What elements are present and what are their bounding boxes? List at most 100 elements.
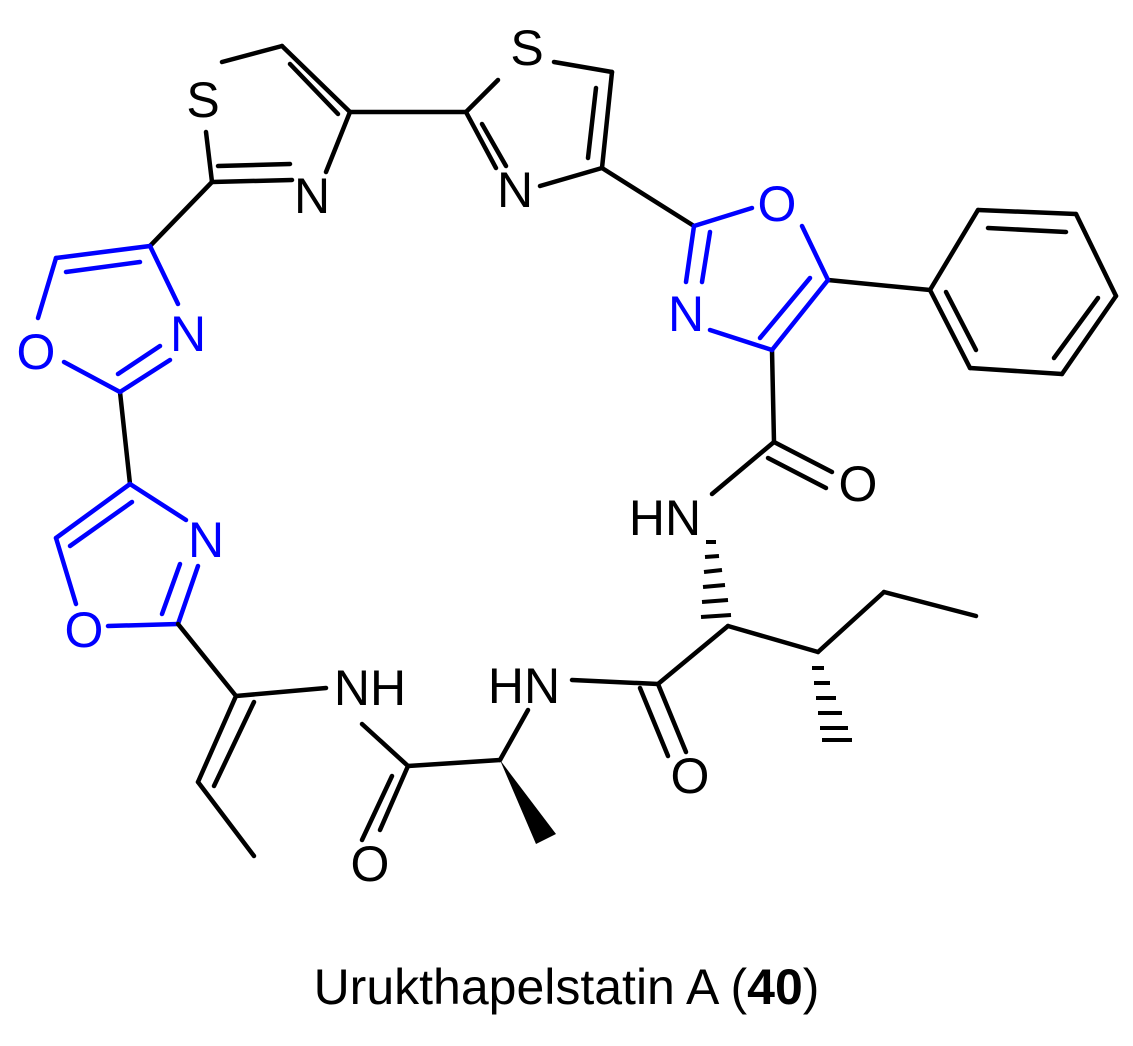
bond xyxy=(203,129,215,185)
bond xyxy=(115,343,163,377)
bond xyxy=(233,685,329,699)
bond xyxy=(35,255,59,321)
bond xyxy=(585,85,599,161)
bond xyxy=(683,223,697,285)
atom-o-carbonyl-middle: O xyxy=(671,748,710,804)
bond xyxy=(175,621,239,699)
bond xyxy=(769,347,777,445)
bond xyxy=(105,621,181,629)
bond xyxy=(1073,211,1119,299)
bond xyxy=(53,243,153,261)
bond xyxy=(967,365,1065,377)
atom-nh-dehydro: NH xyxy=(334,660,406,716)
bond xyxy=(195,693,239,785)
atom-n-oxazole-lower-left: N xyxy=(188,512,224,568)
bond xyxy=(323,109,353,175)
bond xyxy=(769,277,831,353)
bond xyxy=(377,763,411,833)
bond xyxy=(53,481,133,541)
bond xyxy=(219,43,285,65)
bond xyxy=(117,357,173,395)
hash-bond xyxy=(703,568,723,574)
atom-o-carbonyl-right: O xyxy=(839,456,878,512)
bond xyxy=(975,207,1079,217)
bond xyxy=(725,623,821,655)
atom-nh-middle: HN xyxy=(488,658,560,714)
bond xyxy=(569,677,661,687)
bond xyxy=(497,707,531,763)
bond xyxy=(655,623,731,687)
bond xyxy=(825,277,933,293)
bond xyxy=(599,165,697,229)
bond xyxy=(771,439,835,475)
compound-caption: Urukthapelstatin A (40) xyxy=(0,958,1133,1016)
bond xyxy=(159,561,183,617)
blue-bonds xyxy=(35,205,831,629)
compound-name: Urukthapelstatin A xyxy=(313,959,717,1015)
atom-n-oxazole-right: N xyxy=(668,286,704,342)
hash-bond xyxy=(701,598,729,604)
atom-nh-right: HN xyxy=(629,490,701,546)
bond xyxy=(637,685,671,759)
bond xyxy=(127,481,189,523)
atom-o-oxazole-right: O xyxy=(758,176,797,232)
bond xyxy=(691,205,755,229)
bond xyxy=(147,243,181,307)
bond xyxy=(799,223,831,283)
hash-bond xyxy=(700,613,732,619)
bond xyxy=(551,59,615,75)
hash-bond xyxy=(702,583,726,589)
atom-o-carbonyl-bottom: O xyxy=(351,836,390,892)
bond xyxy=(287,61,341,117)
bond xyxy=(943,289,979,353)
compound-number: 40 xyxy=(747,959,803,1015)
bond xyxy=(599,69,615,171)
atom-n-thiazole-left: N xyxy=(294,168,330,224)
wedge-bond xyxy=(500,760,556,844)
bond xyxy=(699,229,713,285)
bond xyxy=(359,721,411,769)
stereo-bonds xyxy=(700,540,852,742)
atom-o-oxazole-upper-left: O xyxy=(17,324,56,380)
bond xyxy=(215,161,293,169)
bond xyxy=(67,499,135,549)
bond xyxy=(881,589,979,619)
bond xyxy=(359,773,395,843)
bond xyxy=(195,779,257,859)
bond xyxy=(985,225,1069,235)
bond xyxy=(63,259,143,275)
bond xyxy=(117,389,133,487)
atom-n-oxazole-upper-left: N xyxy=(170,306,206,362)
bond xyxy=(537,165,605,189)
bond xyxy=(463,109,499,171)
bond xyxy=(175,563,201,627)
bond xyxy=(147,179,215,249)
caption-close-paren: ) xyxy=(802,959,820,1015)
atom-labels: S N S N O N O N O N HN O NH HN O O xyxy=(17,20,878,892)
atom-s-right: S xyxy=(510,20,543,76)
atom-o-oxazole-lower-left: O xyxy=(65,602,104,658)
bond xyxy=(655,681,689,755)
bond xyxy=(927,287,973,371)
bond xyxy=(211,699,257,789)
bond xyxy=(53,535,79,607)
bond xyxy=(707,327,775,353)
bond xyxy=(1051,295,1101,361)
bond xyxy=(61,359,123,395)
bond xyxy=(405,757,503,769)
bond xyxy=(927,207,981,293)
caption-open-paren: ( xyxy=(716,959,748,1015)
bond xyxy=(757,275,813,341)
bond xyxy=(279,43,353,115)
atom-n-thiazole-right: N xyxy=(497,162,533,218)
bond xyxy=(479,121,509,169)
bond xyxy=(463,77,501,115)
bond xyxy=(209,177,295,185)
bond xyxy=(815,589,887,655)
bond xyxy=(709,439,777,497)
black-bonds xyxy=(117,43,1119,859)
bond xyxy=(765,455,829,491)
bond xyxy=(1059,293,1119,377)
hash-bond xyxy=(704,554,720,559)
